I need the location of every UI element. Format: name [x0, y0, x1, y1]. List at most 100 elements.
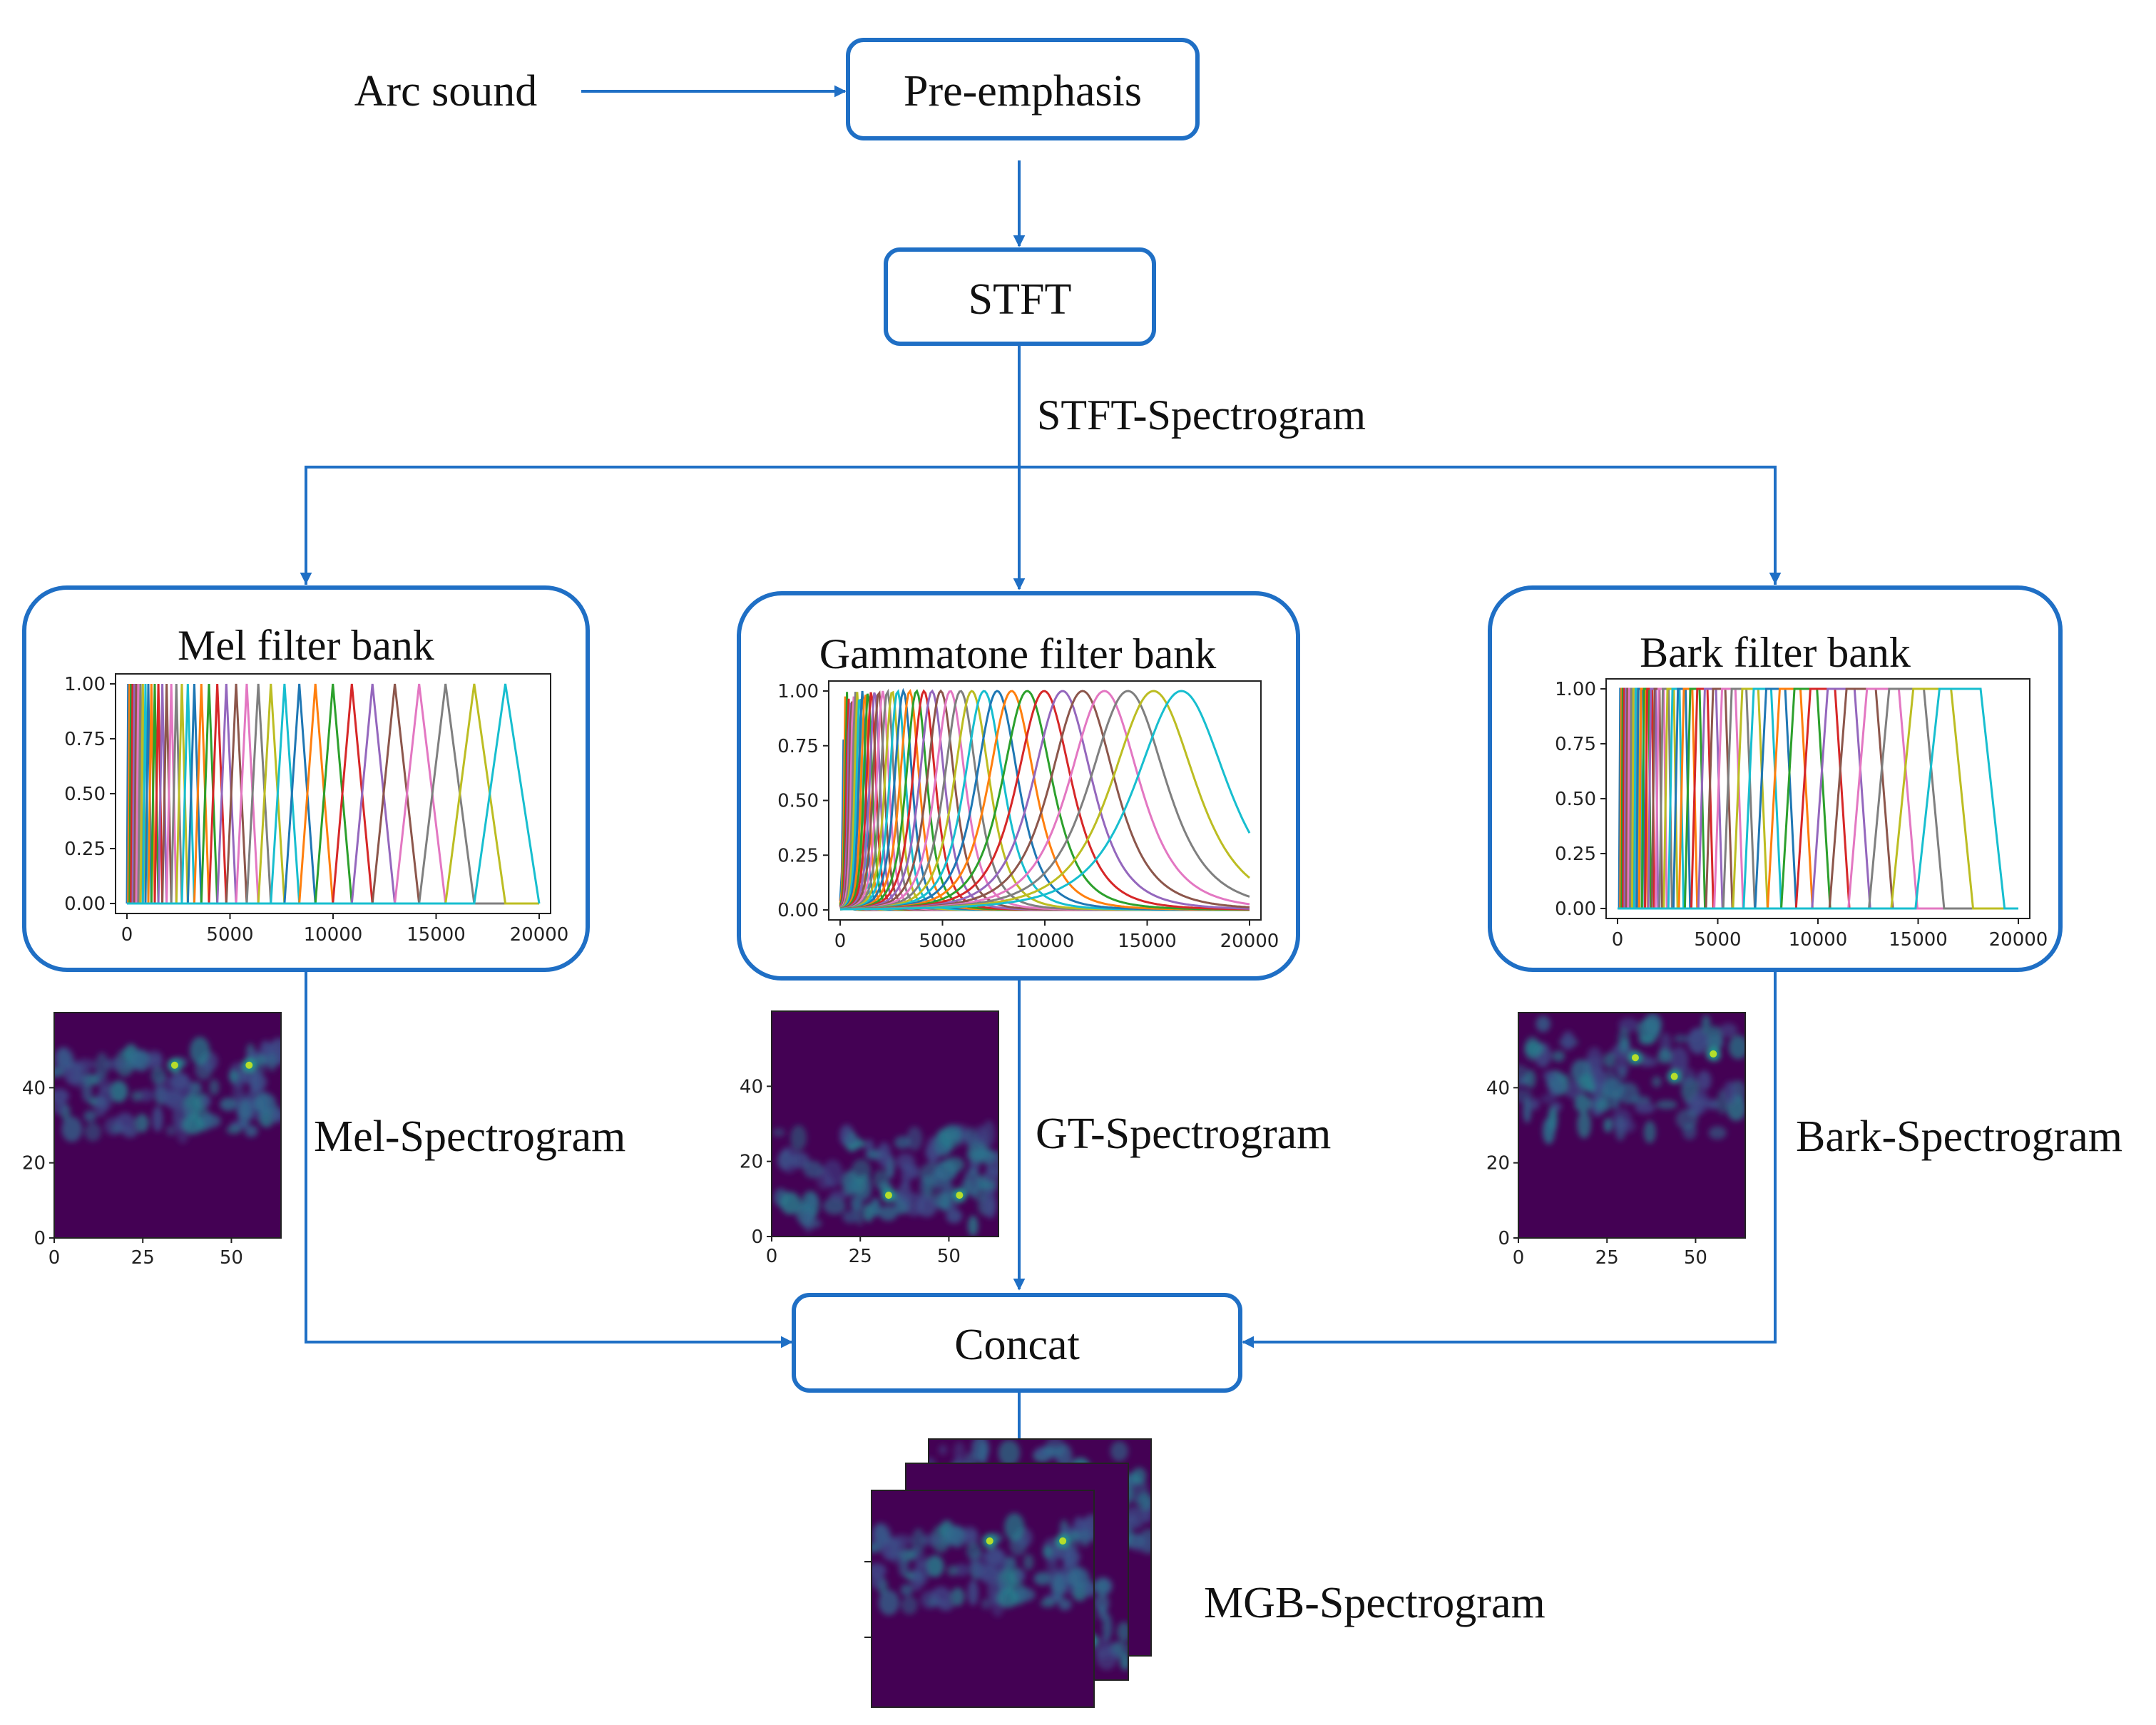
mgb-front-cell	[962, 1530, 979, 1546]
bark-spec-cell	[1541, 1094, 1555, 1104]
mel-spec-cell	[226, 1125, 242, 1135]
bark-spec-cell	[1642, 1057, 1658, 1068]
mgb-mid-cell	[1095, 1646, 1118, 1670]
gt-spec-cell	[981, 1180, 996, 1190]
mel-spec-cell	[61, 1116, 83, 1142]
bark-spec-cell	[1561, 1030, 1575, 1050]
gt-spec-cell	[777, 1151, 792, 1170]
mgb-front-cell	[980, 1566, 999, 1585]
bark-ytick-label: 1.00	[1555, 679, 1596, 700]
bark-spec-cell	[1594, 1099, 1612, 1112]
gt-ytick-label: 0.75	[777, 736, 819, 757]
mel-spec-cell	[109, 1080, 128, 1102]
gt-spec-cell	[964, 1127, 979, 1147]
bark-spec-cell	[1542, 1070, 1556, 1080]
gt-spec-cell	[967, 1215, 979, 1237]
connectors	[300, 85, 1782, 1460]
mel-xtick-label: 15000	[407, 924, 466, 946]
mgb-front-cell	[954, 1563, 969, 1577]
bark-xtick-label: 5000	[1694, 929, 1741, 951]
gt-spec-cell	[976, 1148, 997, 1164]
gt-spec-cell	[790, 1152, 810, 1169]
bark-spec-ytick-label: 20	[1486, 1153, 1510, 1174]
gt-spec-energy	[772, 1120, 998, 1237]
gt-spec-cell	[931, 1169, 947, 1189]
bark-spec-cell	[1673, 1034, 1689, 1043]
mgb-front-hotspot	[986, 1537, 993, 1545]
mgb-mid-cell	[1116, 1622, 1128, 1642]
mel-ytick-label: 0.75	[64, 729, 106, 750]
mel-spec-hotspot	[170, 1061, 178, 1069]
gt-spec-cell	[772, 1127, 785, 1137]
gt-xtick-label: 20000	[1220, 931, 1279, 952]
gt-spec-ytick-label: 40	[740, 1076, 763, 1097]
gt-xtick-label: 0	[834, 931, 847, 952]
bark-spec-hotspot	[1631, 1054, 1639, 1062]
gt-spec-cell	[823, 1197, 847, 1215]
bark-spec-cell	[1529, 1097, 1540, 1110]
bark-spec-cell	[1523, 1097, 1532, 1124]
mel-spec-ytick-label: 20	[22, 1153, 46, 1174]
mel-spec-hotspot	[245, 1061, 253, 1069]
bark-spec-cell	[1577, 1110, 1592, 1139]
gt-spec-cell	[842, 1210, 859, 1224]
mel-spec-cell	[188, 1081, 202, 1095]
bark-spec-cell	[1728, 1035, 1745, 1060]
bark-spec-cell	[1707, 1025, 1723, 1053]
mel-spec-cell	[54, 1088, 70, 1104]
bark-spectrogram-label: Bark-Spectrogram	[1796, 1112, 2122, 1161]
mel-spec-cell	[94, 1095, 107, 1117]
mgb-front-cell	[996, 1588, 1019, 1608]
mgb-front-cell	[1023, 1554, 1034, 1571]
mel-spec-cell	[270, 1109, 281, 1123]
bark-spec-ytick-label: 40	[1486, 1078, 1510, 1099]
mel-xtick-label: 20000	[510, 924, 569, 946]
bark-spec-cell	[1586, 1047, 1603, 1070]
bark-spec-cell	[1701, 1014, 1711, 1035]
mel-spec-cell	[83, 1110, 97, 1122]
bark-ytick-label: 0.50	[1555, 789, 1596, 810]
mel-xtick-label: 10000	[304, 924, 363, 946]
bark-ytick-label: 0.00	[1555, 899, 1596, 920]
bark-spec-hotspot	[1710, 1050, 1717, 1058]
mgb-mid-cell	[1102, 1613, 1113, 1641]
mel-spec-cell	[237, 1099, 252, 1127]
gt-spec-cell	[878, 1205, 898, 1222]
bark-spec-cell	[1634, 1102, 1655, 1114]
mgb-spectrogram-stack	[864, 1438, 1152, 1708]
gt-ytick-label: 0.50	[777, 791, 819, 812]
gt-filter-curve	[840, 690, 1251, 911]
stft-node: STFT	[884, 247, 1156, 346]
bark-spec-cell	[1536, 1015, 1551, 1033]
bark-spec-cell	[1707, 1099, 1719, 1110]
mgb-back-cell	[954, 1441, 966, 1462]
bark-filter-curve	[1618, 687, 2018, 910]
mel-spec-cell	[182, 1115, 204, 1135]
mel-bank-title: Mel filter bank	[178, 622, 434, 669]
mel-ytick-label: 0.00	[64, 894, 106, 915]
bark-spec-cell	[1643, 1013, 1662, 1036]
bark-spec-cell	[1719, 1023, 1738, 1038]
gt-spec-cell	[877, 1142, 891, 1168]
mgb-back-cell	[1129, 1533, 1151, 1552]
gammatone-filter-bank-panel: Gammatone filter bank 0.000.250.500.751.…	[737, 591, 1300, 981]
mel-spec-cell	[115, 1112, 136, 1132]
gt-spec-cell	[851, 1159, 872, 1183]
gt-spec-cell	[903, 1192, 925, 1217]
mel-spec-cell	[200, 1095, 212, 1107]
gt-spec-xtick-label: 0	[766, 1246, 778, 1267]
bark-spec-cell	[1708, 1126, 1727, 1140]
mgb-back-cell	[938, 1445, 948, 1455]
gt-ytick-label: 1.00	[777, 681, 819, 702]
gt-spec-ytick-label: 0	[751, 1227, 763, 1248]
mgb-layer-front	[871, 1490, 1095, 1708]
mel-spec-ytick-label: 0	[34, 1228, 46, 1249]
bark-ytick-label: 0.25	[1555, 844, 1596, 865]
mel-spec-cell	[189, 1036, 210, 1065]
mel-ytick-label: 1.00	[64, 674, 106, 695]
gt-xtick-label: 10000	[1016, 931, 1075, 952]
mel-spec-xtick-label: 0	[48, 1247, 61, 1269]
